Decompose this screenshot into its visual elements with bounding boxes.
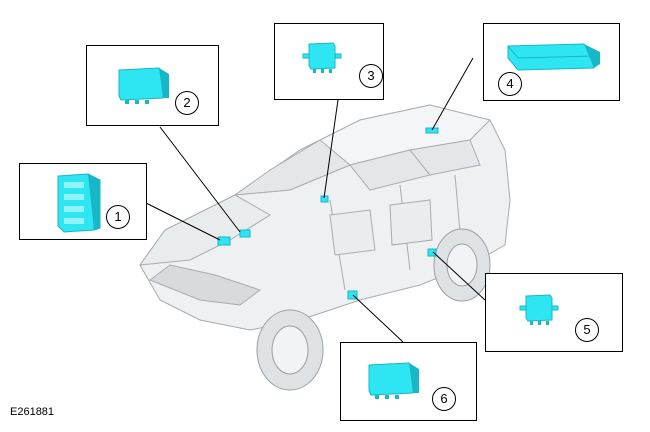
module-5-illustration xyxy=(519,294,559,325)
module-location-1 xyxy=(217,236,231,246)
module-4-illustration xyxy=(507,43,600,71)
module-2-illustration xyxy=(118,67,169,104)
callout-number-1: 1 xyxy=(106,205,130,229)
module-3-illustration xyxy=(302,42,342,73)
leader-lines xyxy=(145,57,486,343)
front-wheel xyxy=(256,309,324,391)
callout-box-5: 5 xyxy=(485,273,623,352)
figure-id: E261881 xyxy=(10,406,55,418)
callout-box-4: 4 xyxy=(483,23,620,101)
module-6-illustration xyxy=(368,362,419,399)
module-location-5 xyxy=(427,248,437,257)
module-1-illustration xyxy=(57,173,101,233)
callout-number-4: 4 xyxy=(498,72,522,96)
module-location-2 xyxy=(239,229,251,238)
callout-number-5: 5 xyxy=(575,318,599,342)
module-location-6 xyxy=(347,290,358,300)
leader-line-2 xyxy=(159,126,241,233)
callout-box-6: 6 xyxy=(340,342,477,421)
callout-box-3: 3 xyxy=(274,23,384,100)
callout-box-2: 2 xyxy=(86,45,219,126)
leader-line-6 xyxy=(352,294,404,343)
leader-line-4 xyxy=(431,57,474,131)
callout-number-2: 2 xyxy=(175,91,199,115)
callout-box-1: 1 xyxy=(19,163,147,240)
callout-number-6: 6 xyxy=(432,387,456,411)
leader-line-3 xyxy=(323,99,339,199)
module-location-markers xyxy=(217,127,439,300)
module-location-4 xyxy=(425,127,439,134)
rear-wheel xyxy=(433,228,491,302)
callout-number-3: 3 xyxy=(359,64,383,88)
leader-line-5 xyxy=(432,251,486,301)
leader-line-1 xyxy=(145,202,221,241)
vehicle xyxy=(138,104,511,331)
